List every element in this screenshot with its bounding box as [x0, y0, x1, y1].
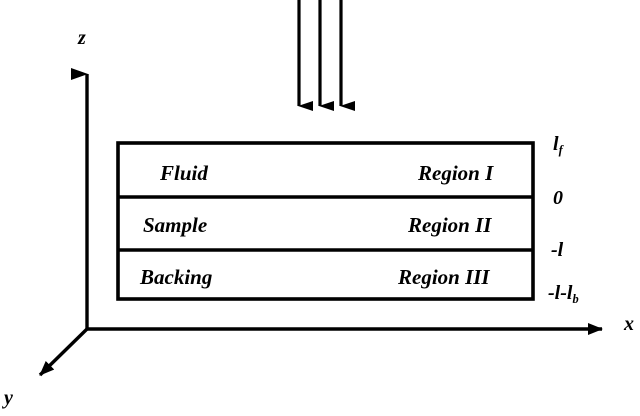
boundary-value-lf: l — [553, 133, 559, 155]
z-axis-label: z — [78, 27, 86, 49]
boundary-value-minus-l-minus-l: -l-l — [548, 282, 573, 304]
stack-outer-border — [116, 141, 535, 301]
boundary-label-zero: 0 — [553, 188, 563, 208]
boundary-label-lf: lf — [553, 133, 563, 157]
layer-name-backing: Backing — [140, 265, 213, 289]
y-axis-label: y — [4, 387, 13, 409]
boundary-subscript-b: b — [572, 291, 579, 306]
region-id-two: Region II — [408, 213, 492, 237]
boundary-value-zero: 0 — [553, 187, 563, 209]
region-id-one: Region I — [418, 161, 494, 185]
layer-name-sample: Sample — [143, 213, 208, 237]
layer-name-fluid: Fluid — [160, 161, 208, 185]
boundary-label-minus-l-minus-lb: -l-lb — [548, 282, 579, 306]
layer-stack-box — [116, 141, 535, 301]
x-axis-label: x — [624, 313, 634, 335]
boundary-value-minus-l: -l — [551, 239, 564, 261]
boundary-subscript-f: f — [558, 142, 563, 157]
coordinate-axes — [38, 68, 603, 377]
y-axis-line — [38, 327, 89, 377]
incident-beam-arrows — [297, 0, 355, 111]
boundary-label-minus-l: -l — [551, 240, 563, 260]
region-id-three: Region III — [398, 265, 490, 289]
